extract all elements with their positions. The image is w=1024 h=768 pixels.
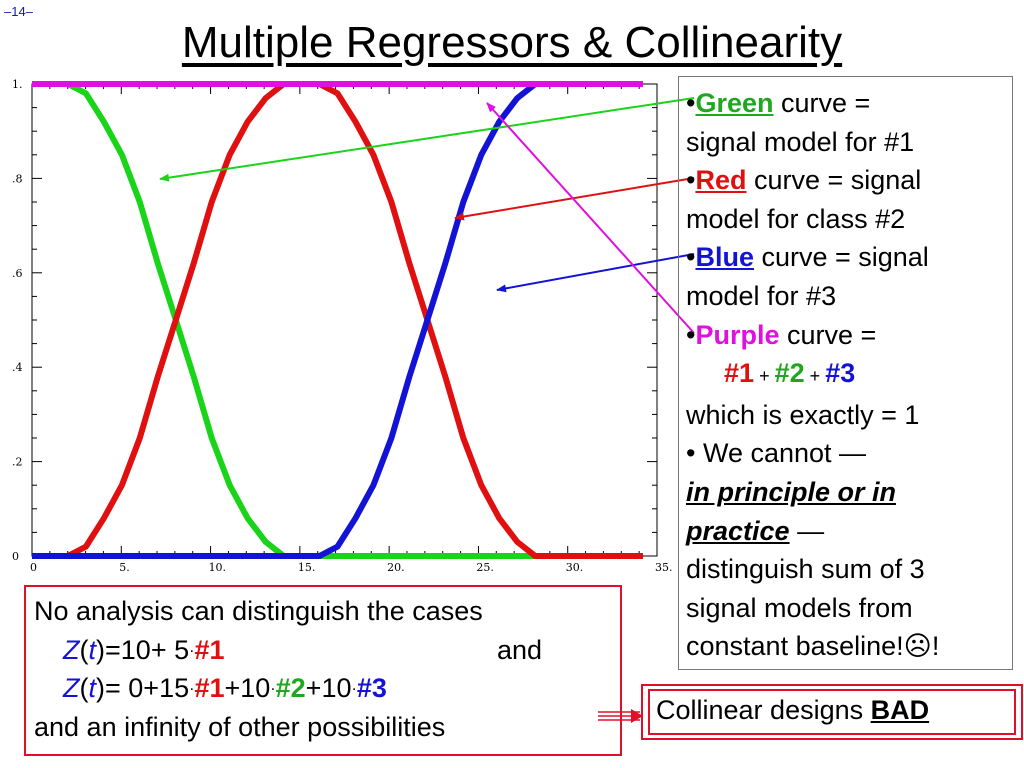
purple-arrow	[486, 102, 695, 334]
bad-word: BAD	[870, 695, 930, 725]
bad-box-inner	[648, 689, 1016, 735]
legend-box	[678, 76, 1013, 670]
y-tick-label: 0	[12, 550, 19, 563]
red-curve	[32, 81, 643, 559]
plot-frame	[31, 83, 658, 557]
red-label: Red	[695, 165, 747, 196]
y-tick-label: .6	[12, 267, 23, 280]
cannot-line: • We cannot —	[686, 438, 867, 469]
distinguish-line-3: constant baseline!☹!	[686, 631, 940, 662]
x-tick-label: 30.	[566, 561, 584, 574]
x-tick-label: 35.	[655, 561, 673, 574]
bad-box-outer	[641, 684, 1023, 740]
red-arrow	[454, 177, 695, 221]
bad-callout: Collinear designs BAD	[656, 695, 930, 725]
green-label: Green	[695, 88, 774, 118]
green-desc: signal model for #1	[686, 126, 915, 157]
practice-text: practice	[686, 515, 790, 546]
cases-line-4: and an infinity of other possibilities	[34, 711, 446, 742]
distinguish-line-1: distinguish sum of 3	[686, 554, 925, 585]
sum-formula: #1 + #2 + #3	[724, 358, 856, 389]
blue-desc: model for #3	[686, 280, 837, 311]
cases-text: No analysis can distinguish the cases Z(…	[34, 592, 620, 746]
green-arrow	[159, 97, 695, 182]
y-tick-label: .4	[12, 361, 23, 374]
legend-text: •Green curve = signal model for #1 •Red …	[686, 84, 1011, 666]
cases-eq-1: Z(t)=10+ 5·#1 and	[63, 634, 543, 665]
purple-label: Purple	[695, 319, 780, 350]
cases-box	[24, 585, 622, 756]
exactly-line: which is exactly = 1	[686, 399, 920, 430]
slide-number: –14–	[4, 4, 33, 19]
x-tick-label: 5.	[119, 561, 129, 574]
cases-eq-2: Z(t)= 0+15·#1+10·#2+10·#3	[63, 673, 387, 703]
y-tick-label: .8	[12, 172, 23, 185]
principle-text: in principle or in	[686, 476, 897, 507]
frown-icon: ☹	[903, 631, 932, 662]
red-desc: model for class #2	[686, 203, 906, 234]
blue-arrow	[496, 253, 695, 293]
x-tick-label: 25.	[476, 561, 494, 574]
x-tick-label: 0	[30, 561, 37, 574]
x-tick-label: 20.	[387, 561, 405, 574]
slide-title: Multiple Regressors & Collinearity	[181, 18, 843, 67]
cases-line-1: No analysis can distinguish the cases	[34, 596, 483, 626]
x-tick-label: 15.	[298, 561, 316, 574]
x-tick-label: 10.	[209, 561, 227, 574]
distinguish-line-2: signal models from	[686, 592, 913, 623]
y-tick-label: .2	[12, 456, 23, 469]
y-tick-label: 1.	[12, 78, 23, 91]
blue-label: Blue	[695, 242, 754, 273]
